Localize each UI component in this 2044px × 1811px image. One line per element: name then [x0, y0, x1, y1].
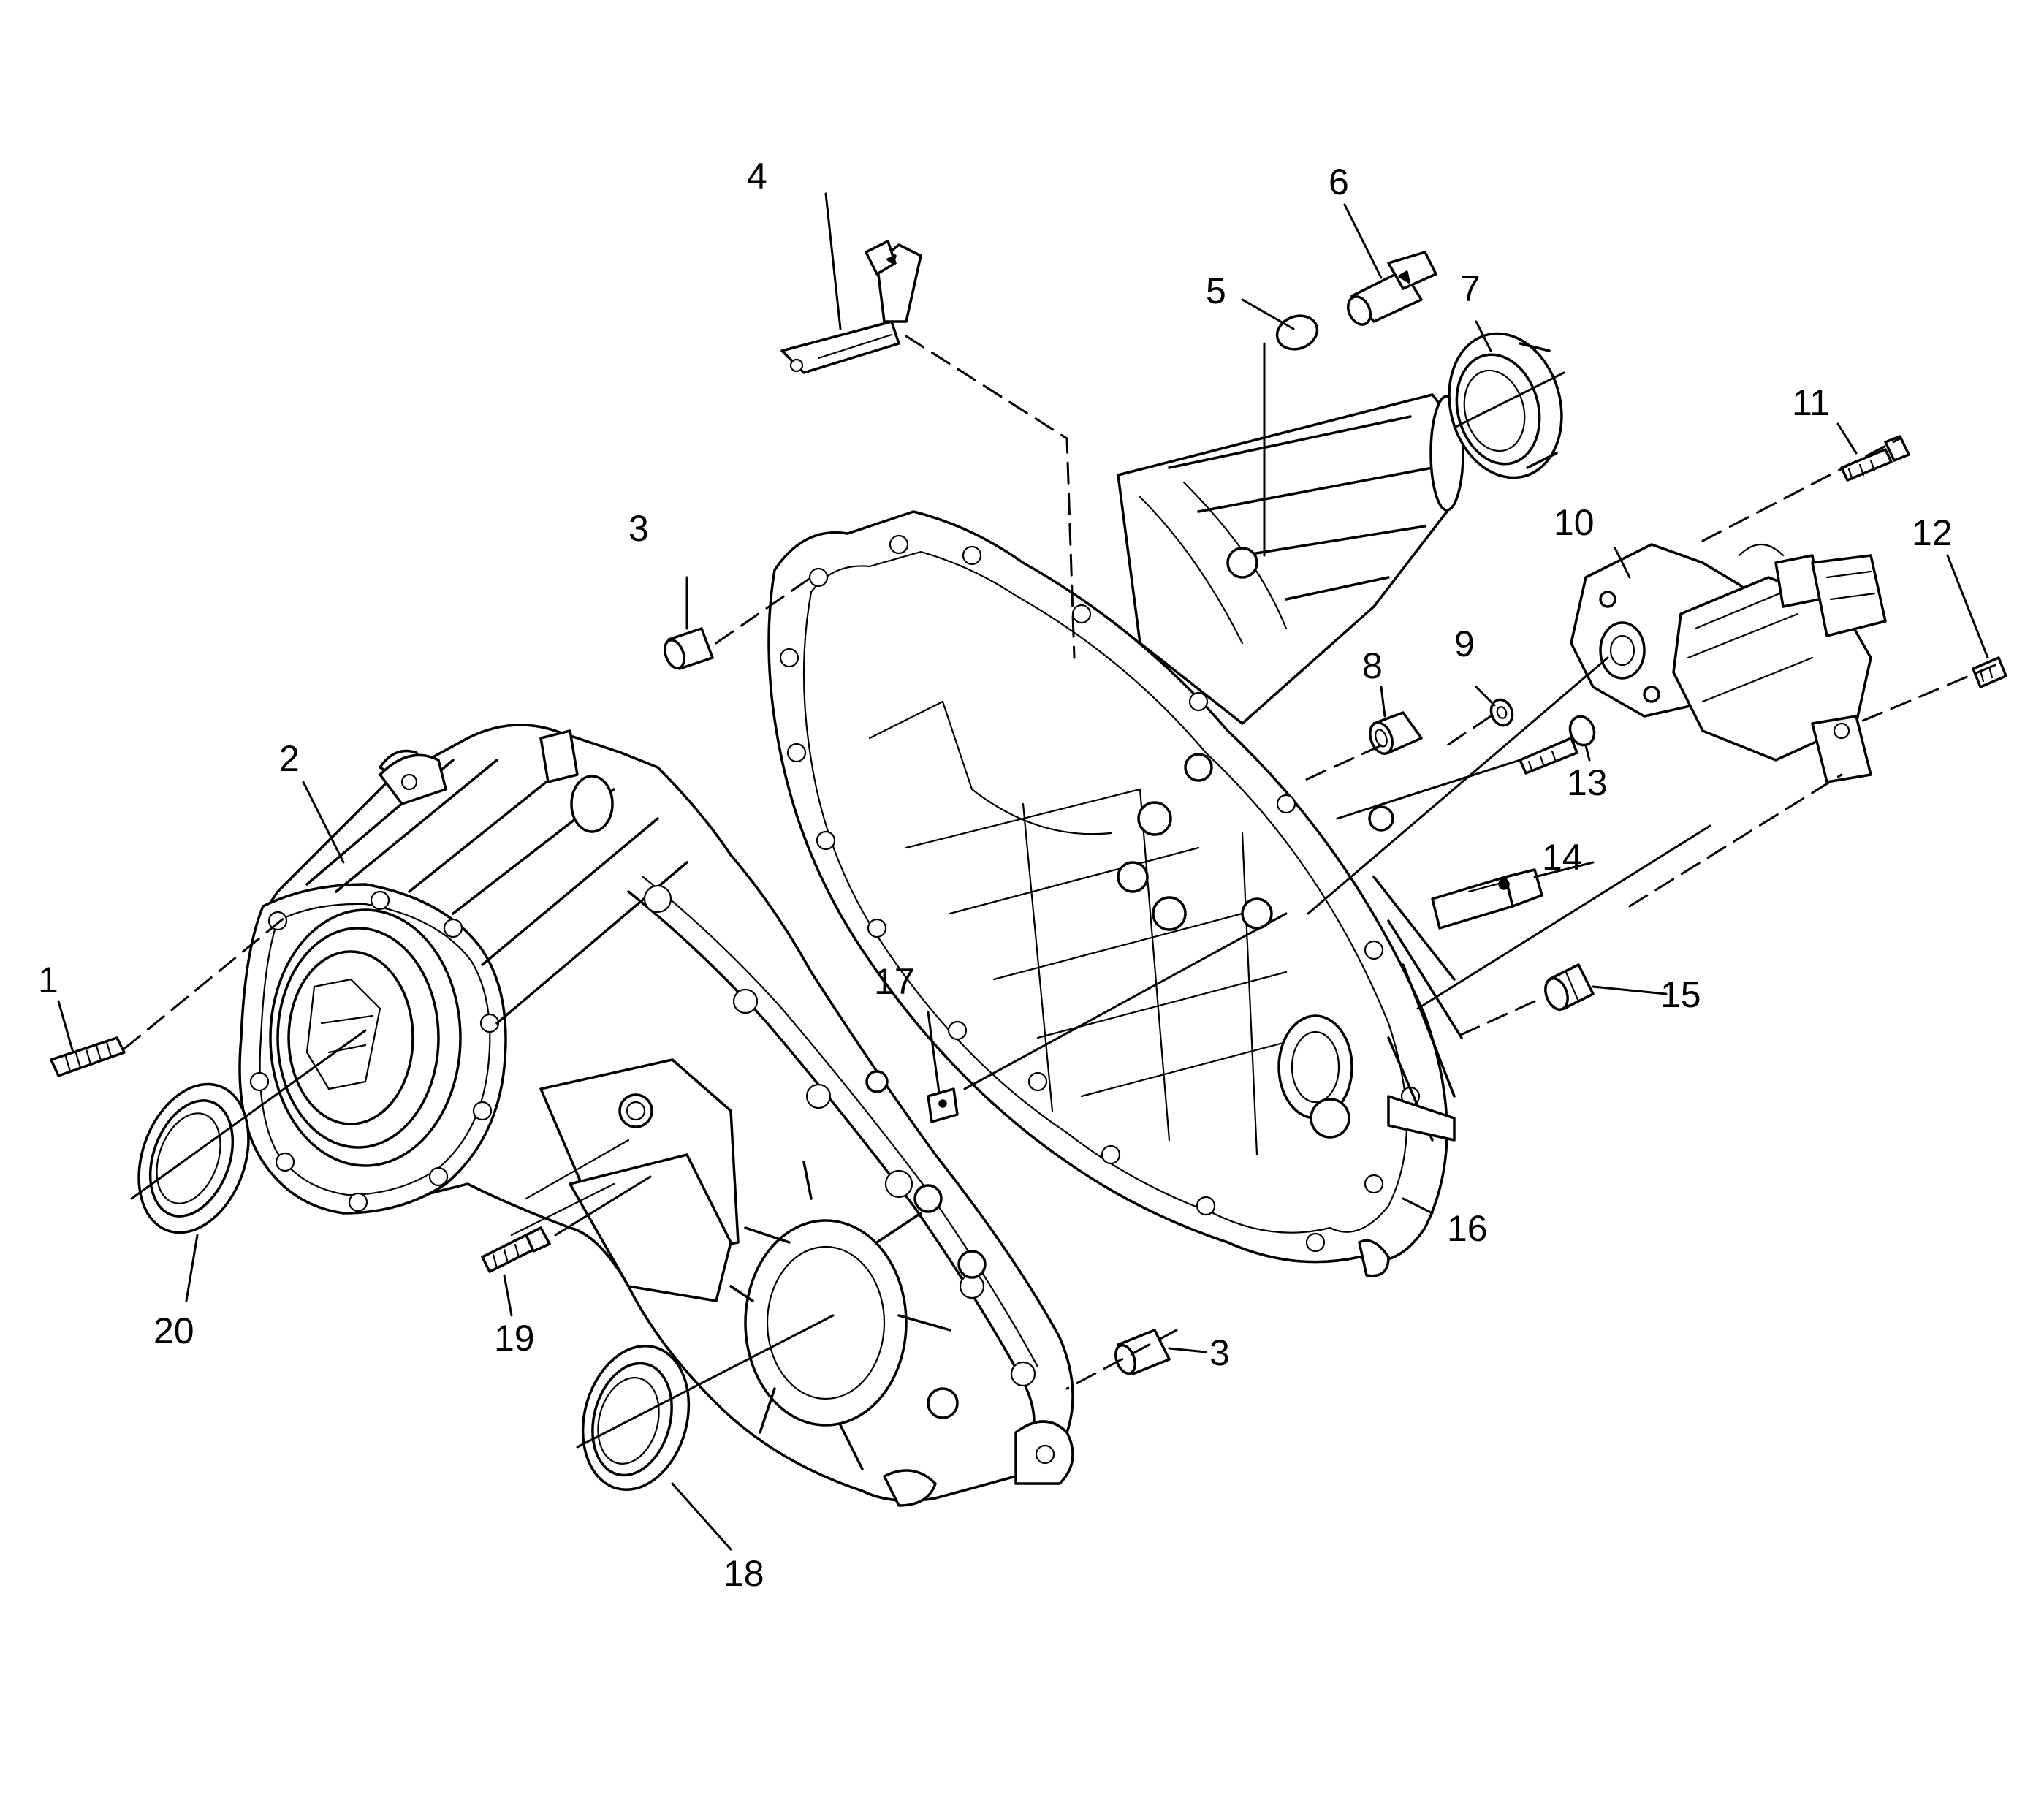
- callout-9: 9: [1454, 623, 1475, 664]
- dashed-centerlines: [123, 335, 1996, 1390]
- part-14-vent: [1431, 868, 1543, 930]
- part-19-plug: [481, 1226, 551, 1273]
- part-11-bolt: [1840, 435, 1910, 482]
- callout-17: 17: [874, 961, 915, 1002]
- callout-1: 1: [38, 960, 58, 1001]
- part-1-stud: [50, 1036, 126, 1077]
- part-6-sensor: [1347, 251, 1437, 326]
- callout-18: 18: [723, 1553, 764, 1594]
- callout-labels: 1 2 3 3 4 5 6 7 8 9 10 11 12 13 14 15 16…: [38, 156, 1953, 1594]
- part-4-bracket: [780, 240, 922, 374]
- part-3-dowel-upper: [664, 627, 714, 670]
- part-9-washer: [1489, 698, 1514, 727]
- callout-10: 10: [1554, 502, 1595, 543]
- part-12-screw: [1972, 656, 2007, 688]
- callout-12: 12: [1912, 512, 1953, 553]
- callout-11: 11: [1792, 382, 1830, 423]
- callout-19: 19: [494, 1318, 535, 1359]
- part-20-seal: [137, 1082, 250, 1234]
- part-8-bushing: [1369, 711, 1423, 755]
- part-13-bolt: [1519, 715, 1596, 775]
- part-10-actuator: [1570, 543, 1887, 783]
- callout-2: 2: [279, 738, 300, 779]
- callout-7: 7: [1460, 268, 1481, 309]
- callout-16: 16: [1447, 1208, 1488, 1249]
- part-17-clip: [927, 1087, 959, 1123]
- callout-20: 20: [153, 1310, 194, 1351]
- callout-5: 5: [1206, 270, 1226, 311]
- callout-3-upper: 3: [628, 508, 649, 549]
- part-7-seal: [1448, 332, 1563, 479]
- callout-15: 15: [1660, 974, 1701, 1015]
- callout-8: 8: [1362, 645, 1383, 686]
- part-3-dowel-lower: [1114, 1329, 1171, 1375]
- flange-bolt-holes-right: [779, 534, 1421, 1253]
- case-half-right: [767, 393, 1464, 1277]
- leader-lines: [57, 192, 1989, 1551]
- callout-6: 6: [1329, 162, 1349, 202]
- callout-14: 14: [1542, 837, 1583, 878]
- axis-lines: [130, 371, 1711, 1449]
- case-half-left: [238, 724, 1074, 1507]
- part-5-oring: [1275, 314, 1319, 351]
- part-15-plug: [1544, 963, 1595, 1011]
- callout-4: 4: [747, 156, 767, 197]
- callout-3-lower: 3: [1209, 1332, 1230, 1373]
- callout-13: 13: [1567, 762, 1608, 803]
